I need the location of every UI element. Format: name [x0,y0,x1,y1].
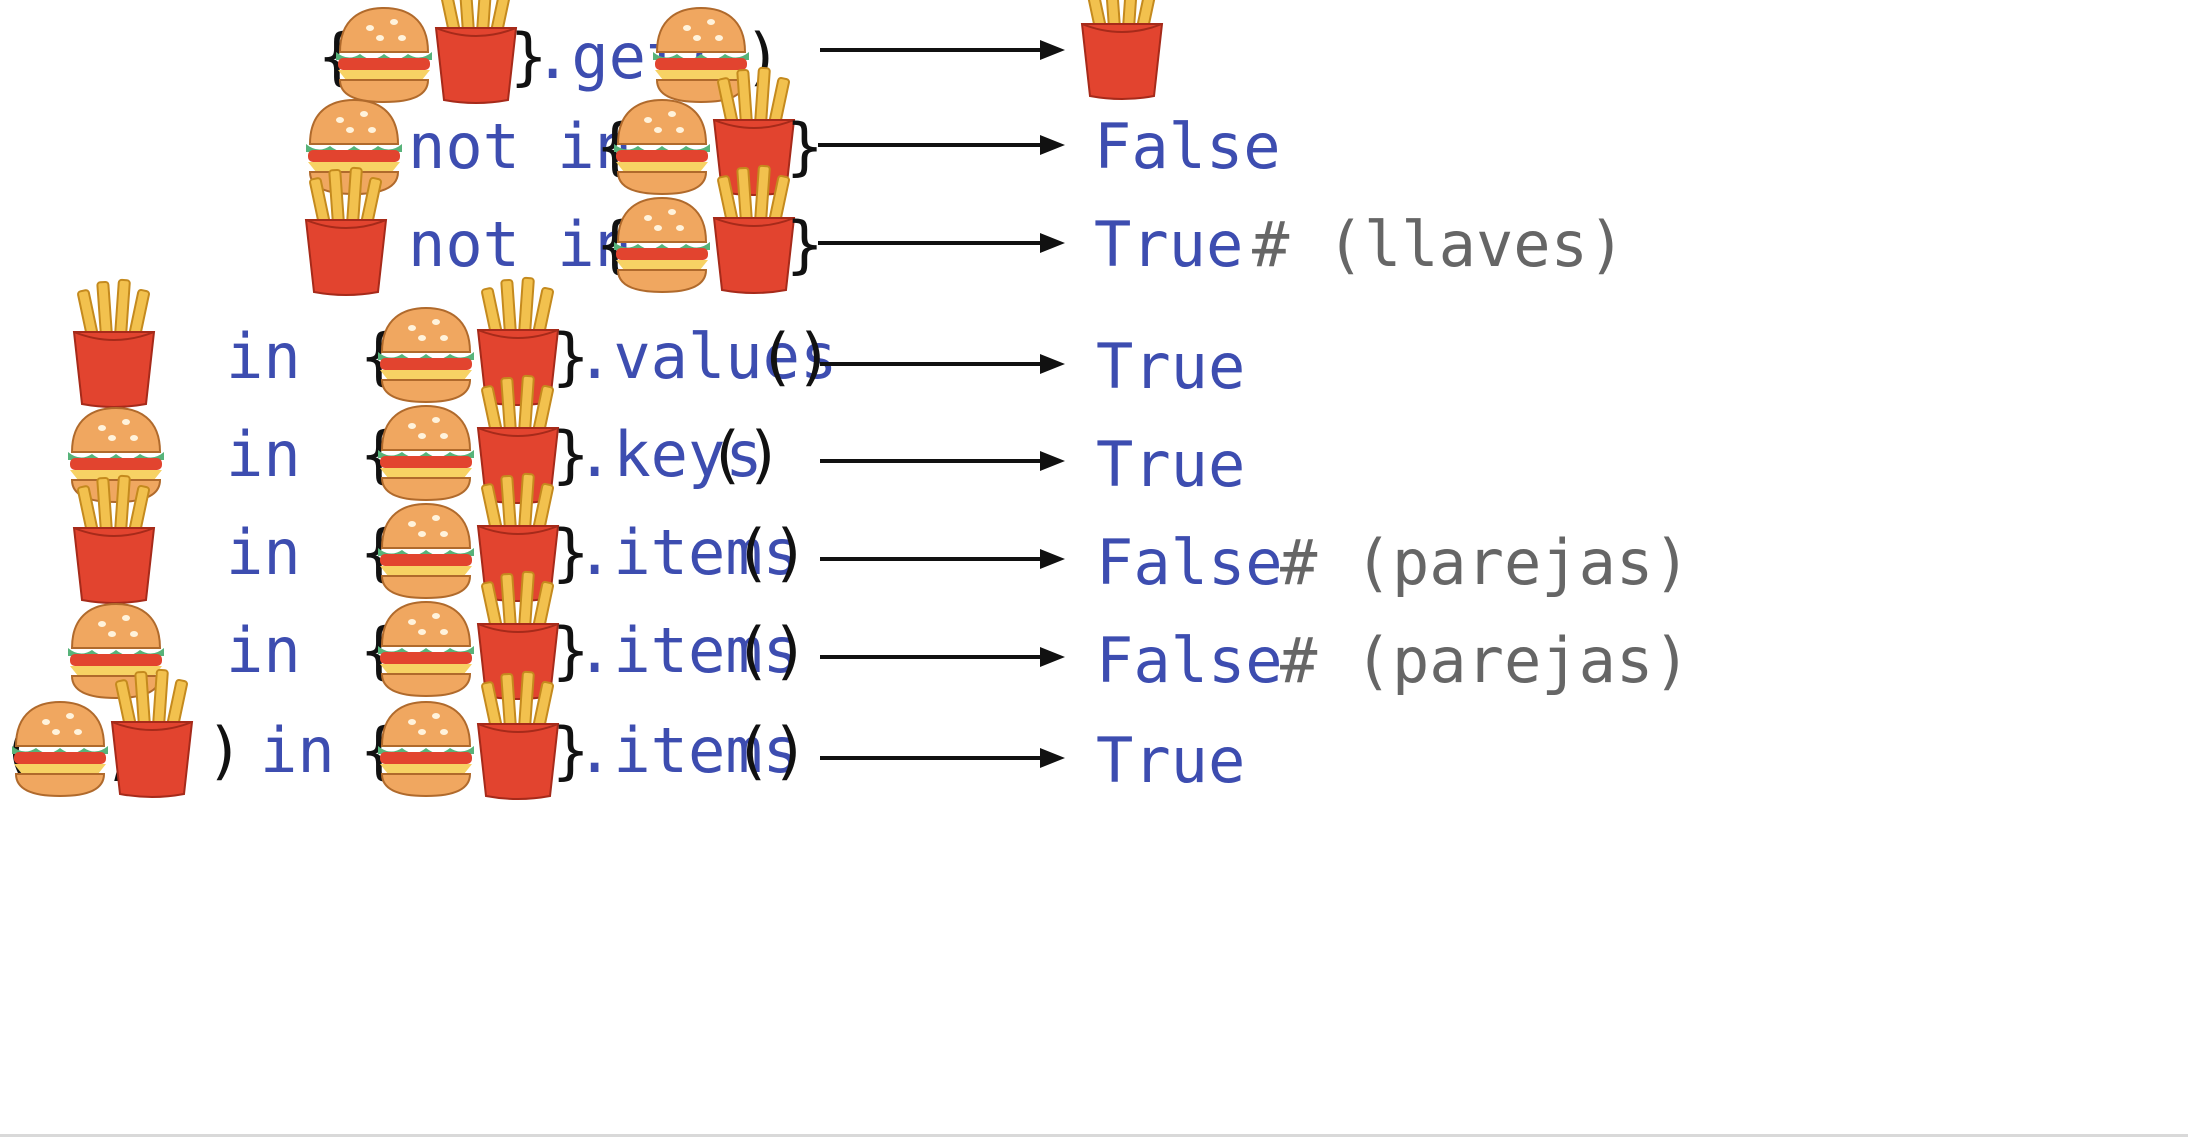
row-not-in-fries: not in { : } True # (llaves) [305,164,1625,296]
fries-icon [435,0,517,104]
in-keyword: in [226,516,301,589]
result: False [1096,526,1283,599]
keys-call: .keys [576,418,763,491]
result: True [1096,330,1245,403]
call-parens: () [734,614,809,687]
brace-close: } [510,20,547,93]
in-keyword: in [226,614,301,687]
arrow [818,135,1065,155]
call-parens: () [734,714,809,787]
in-keyword: in [260,714,335,787]
row-in-items-tuple: ( , ) in { : } .items () True [0,668,1245,800]
result: True [1096,428,1245,501]
paren-close: ) [206,714,243,787]
in-keyword: in [226,320,301,393]
brace-close: } [552,714,589,787]
call-parens: () [758,320,833,393]
arrow [820,549,1065,569]
bottom-divider [0,1134,2188,1137]
call-parens: () [734,516,809,589]
fries-icon [1081,0,1163,100]
brace-close: } [552,516,589,589]
brace-close: } [552,320,589,393]
items-call: .items [576,516,800,589]
brace-close: } [786,208,823,281]
result: False [1096,624,1283,697]
result: True [1096,724,1245,797]
brace-close: } [552,614,589,687]
result: True [1094,208,1243,281]
comment: # (parejas) [1280,526,1691,599]
row-in-items-burger: in { : } .items () False # (parejas) [67,570,1691,700]
not-in-keyword: not in [408,110,632,183]
row-in-keys: in { : } .keys () True [67,374,1245,504]
items-call: .items [576,614,800,687]
arrow [820,647,1065,667]
arrow [820,40,1065,60]
call-parens: () [708,418,783,491]
row-in-items-fries: in { : } .items () False # (parejas) [73,472,1691,604]
not-in-keyword: not in [408,208,632,281]
arrow [820,748,1065,768]
comment: # (llaves) [1252,208,1625,281]
arrow [820,451,1065,471]
result: False [1094,110,1281,183]
in-keyword: in [226,418,301,491]
arrow [818,233,1065,253]
comment: # (parejas) [1280,624,1691,697]
row-in-values: in { : } .values () True [73,276,1245,408]
brace-close: } [552,418,589,491]
row-not-in-burger: not in { : } False [305,66,1281,196]
values-call: .values [576,320,837,393]
arrow [820,354,1065,374]
items-call: .items [576,714,800,787]
brace-close: } [786,110,823,183]
fries-icon [73,278,155,408]
